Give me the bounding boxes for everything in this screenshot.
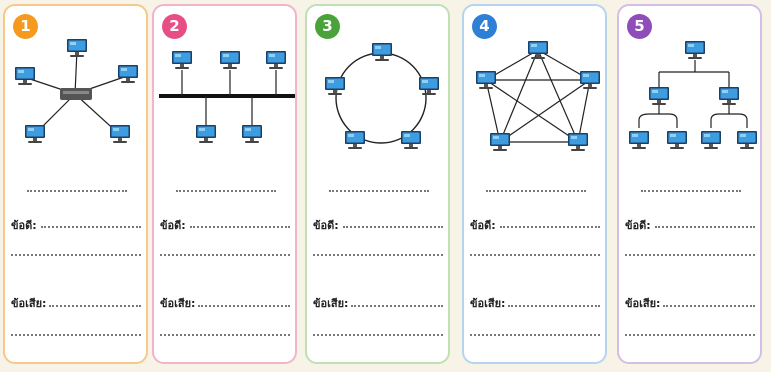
cons-label: ข้อเสีย: — [470, 297, 506, 310]
hub-icon — [60, 88, 92, 100]
computer-icon — [15, 67, 35, 85]
topology-name-blank[interactable] — [486, 184, 586, 192]
pros-blank-2[interactable] — [625, 252, 755, 256]
cons-label: ข้อเสีย: — [625, 297, 661, 310]
computer-icon — [419, 77, 439, 95]
topology-name-blank[interactable] — [176, 184, 276, 192]
cons-blank-2[interactable] — [470, 332, 600, 336]
cons-blank-2[interactable] — [160, 332, 290, 336]
cons-blank-1[interactable] — [351, 303, 443, 307]
number-badge: 3 — [315, 14, 340, 39]
pros-label: ข้อดี: — [470, 219, 496, 232]
computer-icon — [325, 77, 345, 95]
ring-topology-diagram — [325, 43, 439, 149]
computer-icon — [719, 87, 739, 105]
computer-icon — [737, 131, 757, 149]
pros-blank-1[interactable] — [655, 224, 755, 228]
computer-icon — [401, 131, 421, 149]
cons-label: ข้อเสีย: — [11, 297, 47, 310]
bus-topology-diagram — [159, 51, 295, 143]
pros-blank-2[interactable] — [11, 252, 141, 256]
pros-label: ข้อดี: — [160, 219, 186, 232]
pros-label: ข้อดี: — [313, 219, 339, 232]
computer-icon — [110, 125, 130, 143]
computer-icon — [568, 133, 588, 151]
number-badge: 4 — [472, 14, 497, 39]
star-topology-diagram — [15, 39, 138, 143]
pros-blank-1[interactable] — [343, 224, 443, 228]
cons-blank-2[interactable] — [625, 332, 755, 336]
computer-icon — [242, 125, 262, 143]
computer-icon — [196, 125, 216, 143]
topology-name-blank[interactable] — [641, 184, 741, 192]
computer-icon — [172, 51, 192, 69]
cons-blank-1[interactable] — [49, 303, 141, 307]
computer-icon — [25, 125, 45, 143]
cons-blank-1[interactable] — [663, 303, 755, 307]
computer-icon — [701, 131, 721, 149]
topology-card-2: 2 ข้อดี: ข้อเสีย: — [152, 4, 297, 364]
computer-icon — [118, 65, 138, 83]
mesh-topology-diagram — [476, 41, 600, 151]
topology-name-blank[interactable] — [27, 184, 127, 192]
computer-icon — [528, 41, 548, 59]
computer-icon — [67, 39, 87, 57]
pros-blank-1[interactable] — [190, 224, 290, 228]
cons-blank-1[interactable] — [198, 303, 290, 307]
computer-icon — [266, 51, 286, 69]
pros-blank-1[interactable] — [41, 224, 141, 228]
number-badge: 5 — [627, 14, 652, 39]
computer-icon — [580, 71, 600, 89]
tree-topology-diagram — [629, 41, 757, 149]
topology-card-4: 4 ข้อดี: ข้อเสีย: — [462, 4, 607, 364]
cons-blank-2[interactable] — [11, 332, 141, 336]
computer-icon — [649, 87, 669, 105]
computer-icon — [220, 51, 240, 69]
computer-icon — [629, 131, 649, 149]
pros-blank-2[interactable] — [470, 252, 600, 256]
pros-blank-2[interactable] — [313, 252, 443, 256]
computer-icon — [476, 71, 496, 89]
cons-label: ข้อเสีย: — [160, 297, 196, 310]
topology-card-1: 1 ข้อดี: ข้อเสีย: — [3, 4, 148, 364]
topology-card-5: 5 ข้อดี: ข้อเสีย: — [617, 4, 762, 364]
topology-name-blank[interactable] — [329, 184, 429, 192]
cons-blank-2[interactable] — [313, 332, 443, 336]
number-badge: 1 — [13, 14, 38, 39]
computer-icon — [685, 41, 705, 59]
computer-icon — [667, 131, 687, 149]
cons-blank-1[interactable] — [508, 303, 600, 307]
computer-icon — [372, 43, 392, 61]
number-badge: 2 — [162, 14, 187, 39]
cons-label: ข้อเสีย: — [313, 297, 349, 310]
topology-card-3: 3 ข้อดี: ข้อเสีย: — [305, 4, 450, 364]
computer-icon — [345, 131, 365, 149]
pros-label: ข้อดี: — [625, 219, 651, 232]
pros-blank-2[interactable] — [160, 252, 290, 256]
pros-label: ข้อดี: — [11, 219, 37, 232]
pros-blank-1[interactable] — [500, 224, 600, 228]
computer-icon — [490, 133, 510, 151]
